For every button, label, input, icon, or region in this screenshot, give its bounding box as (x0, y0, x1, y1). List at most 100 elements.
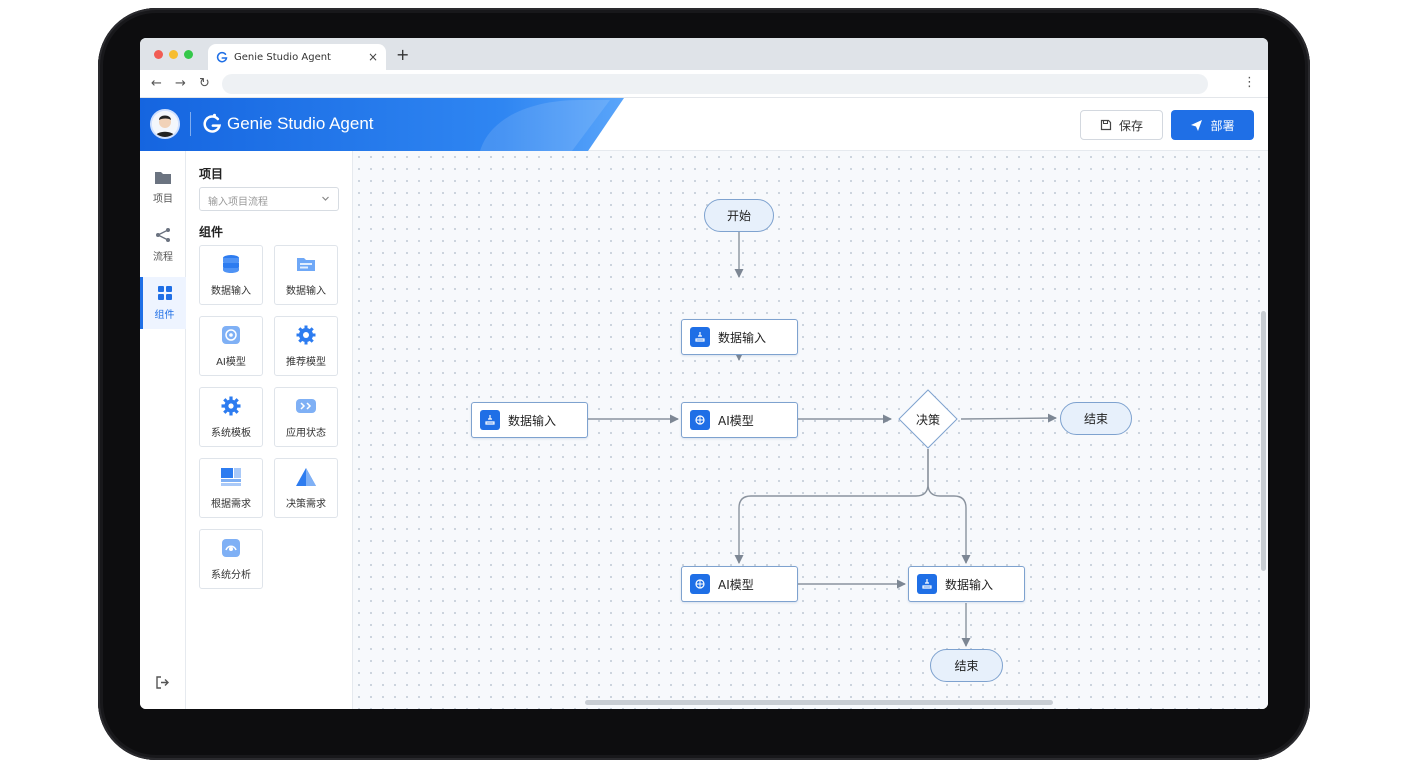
folder-icon (154, 170, 172, 185)
flow-node-label: 开始 (726, 209, 751, 223)
component-label: 应用状态 (286, 428, 326, 439)
component-card-app-state[interactable]: 应用状态 (274, 387, 338, 447)
close-window-button[interactable] (154, 50, 163, 59)
component-label: 系统模板 (211, 428, 251, 439)
flow-node-data-input-top[interactable]: 数据输入 (681, 319, 798, 355)
input-icon (480, 410, 500, 430)
new-tab-button[interactable]: + (396, 45, 410, 64)
component-card-ai-model[interactable]: AI模型 (199, 316, 263, 376)
input-icon (690, 327, 710, 347)
screen: Genie Studio Agent × + ← → ↻ ⋮ (140, 38, 1268, 709)
layout-icon (220, 466, 242, 488)
back-icon[interactable]: ← (151, 76, 162, 91)
gear-icon (220, 395, 242, 417)
component-label: 决策需求 (286, 499, 326, 510)
edge-decision-down-left (734, 449, 929, 564)
component-card-recommend-model[interactable]: 推荐模型 (274, 316, 338, 376)
genie-logo-icon (203, 113, 222, 133)
flow-node-data-input-bottom[interactable]: 数据输入 (908, 566, 1025, 602)
gear-ai-icon (295, 324, 317, 346)
rail-item-flow[interactable]: 流程 (140, 219, 186, 271)
component-label: 系统分析 (211, 570, 251, 581)
horizontal-scrollbar[interactable] (585, 700, 1053, 705)
deploy-button[interactable]: 部署 (1171, 110, 1254, 140)
component-card-by-demand[interactable]: 根据需求 (199, 458, 263, 518)
rail-item-components[interactable]: 组件 (140, 277, 186, 329)
database-icon (220, 253, 242, 275)
genie-logo-icon (216, 51, 228, 63)
reload-icon[interactable]: ↻ (199, 76, 210, 91)
logout-icon[interactable] (155, 675, 170, 694)
header-brand-band (140, 98, 624, 151)
component-label: 推荐模型 (286, 357, 326, 368)
flow-node-label: 数据输入 (945, 577, 994, 592)
header-divider (190, 112, 191, 136)
forward-icon[interactable]: → (175, 76, 186, 91)
flow-node-end-right[interactable]: 结束 (1060, 402, 1132, 435)
maximize-window-button[interactable] (184, 50, 193, 59)
component-label: 数据输入 (286, 286, 326, 297)
browser-tab[interactable]: Genie Studio Agent × (208, 44, 386, 70)
grid-icon (157, 285, 173, 301)
flow-node-label: 决策 (915, 412, 940, 427)
project-heading: 项目 (199, 167, 224, 181)
components-heading: 组件 (199, 225, 224, 239)
component-card-data-input-2[interactable]: 数据输入 (274, 245, 338, 305)
tab-title: Genie Studio Agent (234, 51, 331, 63)
input-icon (917, 574, 937, 594)
flow-node-label: AI模型 (718, 577, 754, 592)
deploy-label: 部署 (1210, 118, 1235, 133)
ai-chip-icon (220, 324, 242, 346)
component-label: AI模型 (216, 357, 246, 368)
folder-data-icon (295, 253, 317, 275)
share-icon (155, 227, 171, 243)
flow-node-decision[interactable]: 决策 (898, 389, 958, 449)
flow-node-data-input-left[interactable]: 数据输入 (471, 402, 588, 438)
rail-item-label: 流程 (153, 252, 173, 263)
flow-node-label: 数据输入 (508, 413, 557, 428)
flow-canvas[interactable]: 开始 数据输入 数据输入 AI模型 决策 结束 (353, 151, 1268, 709)
app-header: Genie Studio Agent 保存 部署 (140, 98, 1268, 151)
component-label: 数据输入 (211, 286, 251, 297)
rail-item-label: 组件 (154, 310, 175, 321)
save-icon (1100, 119, 1112, 131)
component-card-system-analysis[interactable]: 系统分析 (199, 529, 263, 589)
component-card-decision-demand[interactable]: 决策需求 (274, 458, 338, 518)
chevron-down-icon (321, 194, 330, 206)
flow-node-label: 数据输入 (718, 330, 767, 345)
send-icon (1190, 119, 1203, 132)
save-label: 保存 (1118, 118, 1143, 133)
avatar[interactable] (150, 109, 180, 139)
rail-item-project[interactable]: 项目 (140, 161, 186, 213)
url-input[interactable] (222, 74, 1208, 94)
rail-item-label: 项目 (153, 193, 173, 205)
pyramid-icon (295, 466, 317, 488)
flow-node-end-bottom[interactable]: 结束 (930, 649, 1003, 682)
flow-node-label: 结束 (1083, 412, 1108, 426)
flow-node-label: AI模型 (718, 413, 754, 428)
edge-decision-down-right (927, 449, 971, 564)
flow-node-start[interactable]: 开始 (704, 199, 774, 232)
toggle-icon (295, 395, 317, 417)
avatar-person-icon (152, 111, 178, 137)
app-title: Genie Studio Agent (227, 114, 374, 133)
analysis-icon (220, 537, 242, 559)
save-button[interactable]: 保存 (1080, 110, 1163, 140)
vertical-scrollbar[interactable] (1261, 311, 1266, 571)
minimize-window-button[interactable] (169, 50, 178, 59)
edge-decision-to-end (960, 413, 1057, 423)
ai-chip-icon (690, 410, 710, 430)
component-card-system-template[interactable]: 系统模板 (199, 387, 263, 447)
address-bar: ← → ↻ ⋮ (140, 70, 1268, 98)
project-select[interactable]: 输入项目流程 (199, 187, 339, 211)
project-select-placeholder: 输入项目流程 (208, 197, 268, 208)
flow-node-ai-model-bottom[interactable]: AI模型 (681, 566, 798, 602)
component-card-data-input[interactable]: 数据输入 (199, 245, 263, 305)
flow-node-label: 结束 (954, 659, 979, 673)
left-rail: 项目 流程 组件 (140, 151, 186, 709)
ai-chip-icon (690, 574, 710, 594)
flow-node-ai-model[interactable]: AI模型 (681, 402, 798, 438)
component-label: 根据需求 (211, 499, 251, 510)
browser-menu-icon[interactable]: ⋮ (1243, 75, 1256, 90)
tab-close-icon[interactable]: × (367, 50, 378, 64)
